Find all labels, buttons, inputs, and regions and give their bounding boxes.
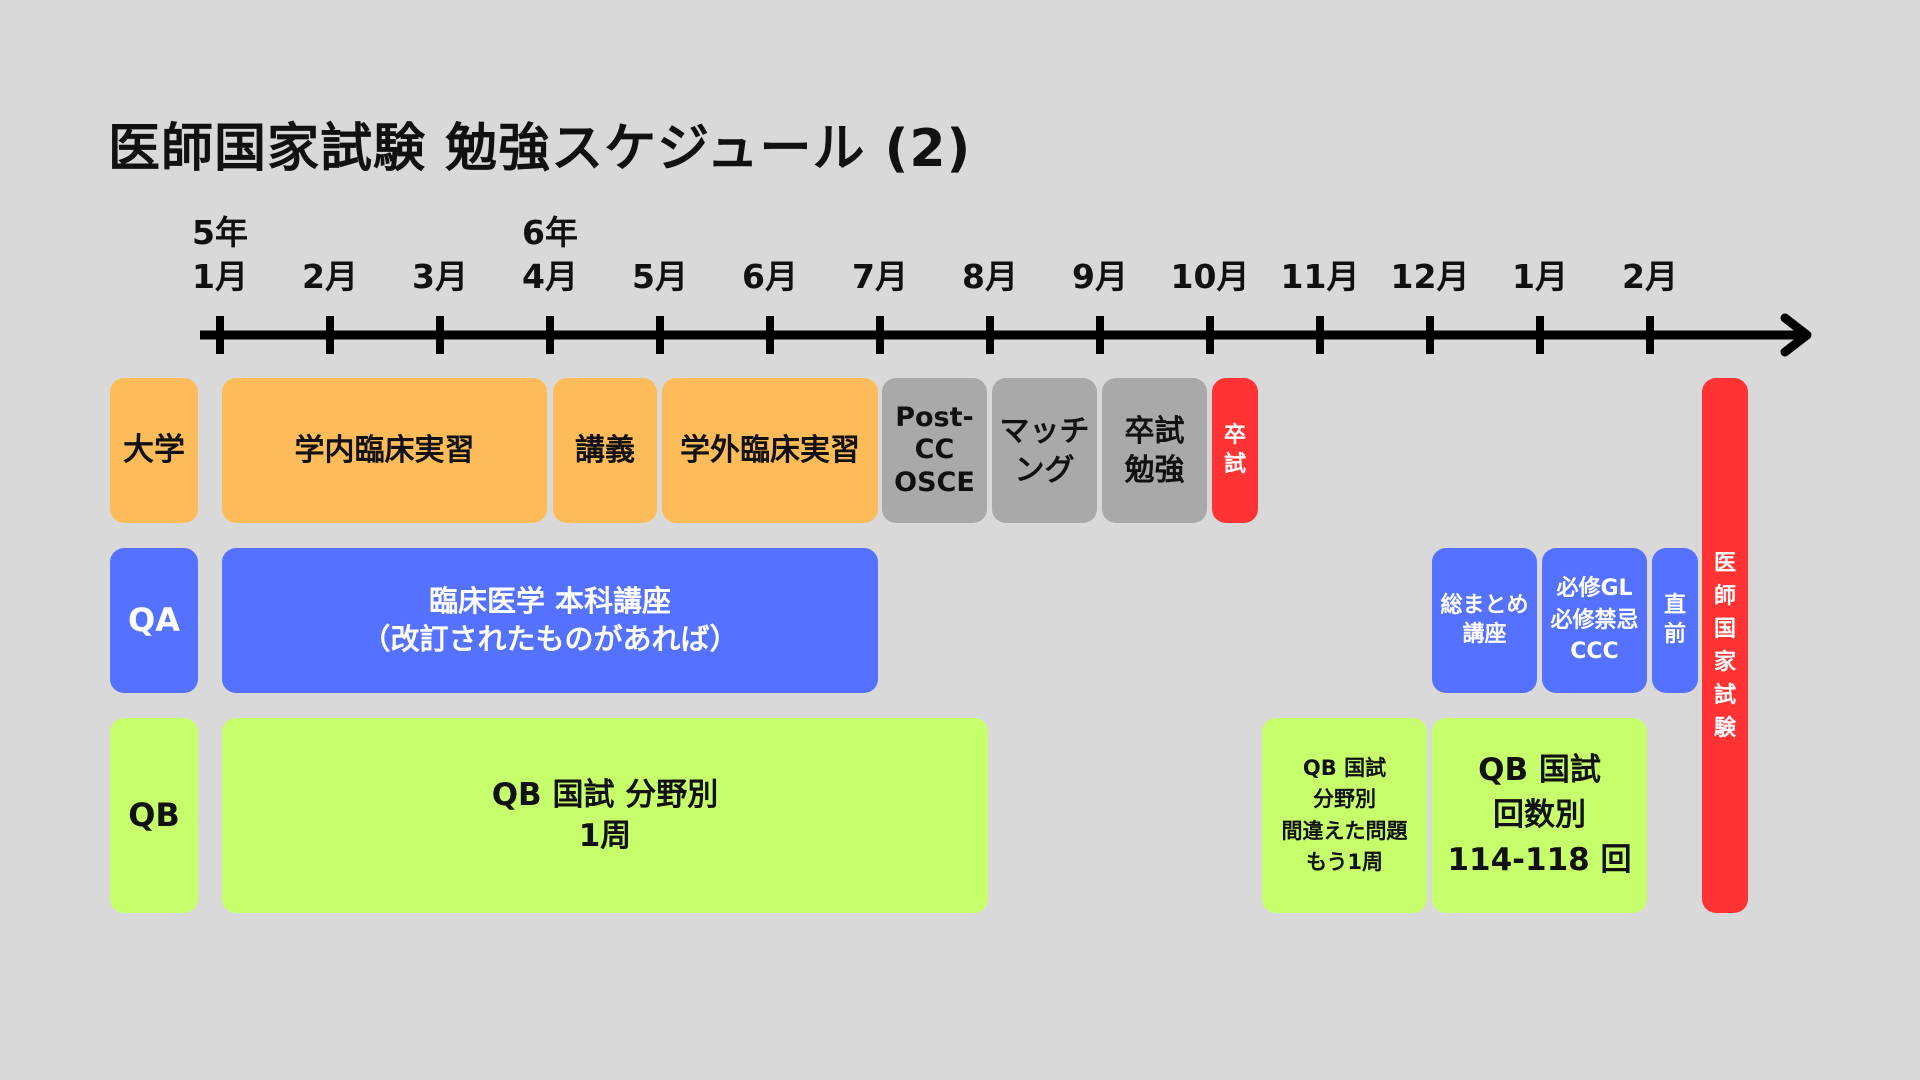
block-chokuzen: 直 前 [1652,548,1698,693]
block-qb-bunya-betsu: QB 国試 分野別 1周 [222,718,988,913]
timeline-arrow-icon [1780,313,1812,357]
block-sou-matome-kouza: 総まとめ 講座 [1432,548,1537,693]
year-label: 5年 [192,213,248,252]
block-hisshu-gl: 必修GL 必修禁忌 CCC [1542,548,1647,693]
row-label-qb: QB [110,718,198,913]
block-rinsho-igaku-honka-kouza: 臨床医学 本科講座 （改訂されたものがあれば） [222,548,878,693]
month-label: 10月 [1170,257,1250,296]
block-sotsushi: 卒 試 [1212,378,1258,523]
month-label: 3月 [412,257,468,296]
page-title: 医師国家試験 勉強スケジュール (2) [108,119,972,179]
block-gakunai-rinsho-jisshu: 学内臨床実習 [222,378,547,523]
month-label: 6月 [742,257,798,296]
row-label-daigaku: 大学 [110,378,198,523]
block-matching: マッチ ング [992,378,1097,523]
block-qb-machigaeta-mondai: QB 国試 分野別 間違えた問題 もう1周 [1262,718,1427,913]
month-label: 5月 [632,257,688,296]
month-label: 11月 [1280,257,1360,296]
block-kougi: 講義 [553,378,657,523]
month-label: 8月 [962,257,1018,296]
month-label: 1月 [192,257,248,296]
month-label: 2月 [1622,257,1678,296]
row-label-qa: QA [110,548,198,693]
month-label: 2月 [302,257,358,296]
block-ishi-kokka-shiken: 医 師 国 家 試 験 [1702,378,1748,913]
month-label: 12月 [1390,257,1470,296]
block-qb-kaisu-betsu: QB 国試 回数別 114-118 回 [1432,718,1647,913]
month-label: 7月 [852,257,908,296]
block-sotsushi-benkyo: 卒試 勉強 [1102,378,1207,523]
month-label: 4月 [522,257,578,296]
month-label: 9月 [1072,257,1128,296]
block-post-cc-osce: Post- CC OSCE [882,378,987,523]
block-gakugai-rinsho-jisshu: 学外臨床実習 [662,378,878,523]
year-label: 6年 [522,213,578,252]
month-label: 1月 [1512,257,1568,296]
